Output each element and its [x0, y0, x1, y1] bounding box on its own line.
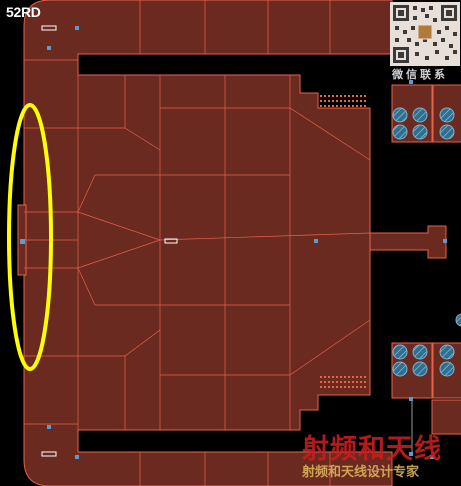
highlight-annotation	[7, 103, 53, 371]
mesh-lines	[24, 0, 371, 486]
pad-bottom-right	[431, 399, 461, 435]
copper-pour	[23, 0, 393, 486]
watermark-logo: 射频和天线	[302, 434, 442, 464]
watermark-subtitle: 射频和天线设计专家	[302, 464, 420, 479]
qr-code-icon	[390, 2, 460, 66]
layout-title: 52RD	[6, 4, 41, 20]
component-bottom-right	[391, 342, 461, 399]
via-array	[320, 95, 366, 388]
qr-caption: 微信联系	[392, 69, 448, 81]
port-markers	[20, 25, 447, 459]
component-top-right	[391, 84, 461, 143]
feed-stub	[369, 225, 447, 259]
